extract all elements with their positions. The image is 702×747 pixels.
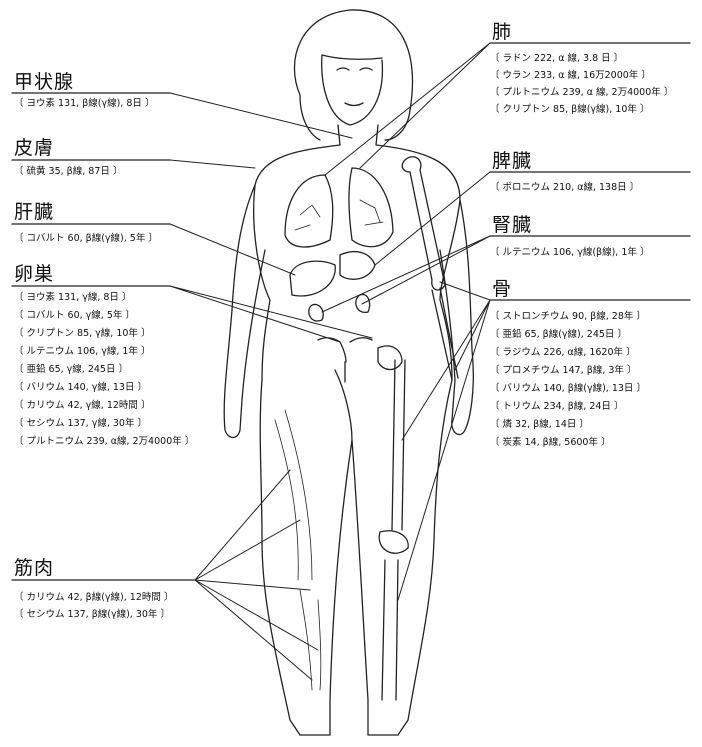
bone-item: 〔 ラジウム 226, α線, 1620年 〕 (490, 347, 636, 359)
crotch (335, 370, 352, 440)
bone-title: 骨 (492, 274, 512, 301)
bone-item: 〔 燐 32, β線, 14日 〕 (490, 419, 589, 431)
bone-item: 〔 プロメチウム 147, β線, 3年 〕 (490, 365, 636, 377)
knee (379, 531, 408, 553)
liver-item: 〔 コバルト 60, β線(γ線), 5年 〕 (14, 233, 158, 245)
ovary-item: 〔 亜鉛 65, γ線, 245日 〕 (14, 364, 128, 376)
bone-item: 〔 トリウム 234, β線, 24日 〕 (490, 401, 623, 413)
leader-lines (170, 43, 490, 680)
ovary-item: 〔 コバルト 60, γ線, 5年 〕 (14, 310, 135, 322)
kidney-title: 腎臓 (492, 210, 532, 237)
kidney-item: 〔 ルテニウム 106, γ線(β線), 1年 〕 (490, 247, 649, 259)
ovary-item: 〔 クリプトン 85, γ線, 10年 〕 (14, 328, 150, 340)
stomach (340, 252, 375, 280)
bone-item: 〔 亜鉛 65, β線(γ線), 245日 〕 (490, 329, 627, 341)
ovary-item: 〔 プルトニウム 239, α線, 2万4000年 〕 (14, 436, 194, 448)
humerus (402, 157, 445, 290)
uterus-ovaries (318, 338, 372, 382)
hair (294, 10, 412, 140)
ovary-item: 〔 ヨウ素 131, γ線, 8日 〕 (14, 292, 131, 304)
femur (392, 360, 405, 530)
bone-item: 〔 バリウム 140, β線(γ線), 13日 〕 (490, 383, 646, 395)
ovary-title: 卵巣 (14, 259, 54, 286)
ovary-item: 〔 バリウム 140, γ線, 13日 〕 (14, 382, 147, 394)
mouth (345, 103, 363, 106)
ovary-item: 〔 カリウム 42, γ線, 12時間 〕 (14, 400, 150, 412)
muscle-item: 〔 カリウム 42, β線(γ線), 12時間 〕 (14, 592, 173, 604)
lung-item: 〔 クリプトン 85, β線(γ線), 10年 〕 (490, 104, 649, 116)
lung-item: 〔 ラドン 222, α 線, 3.8 日 〕 (490, 53, 623, 65)
bone-item: 〔 炭素 14, β線, 5600年 〕 (490, 437, 610, 449)
ovary-item: 〔 ルテニウム 106, γ線, 1年 〕 (14, 346, 150, 358)
left-arm (224, 185, 265, 438)
thyroid-item: 〔 ヨウ素 131, β線(γ線), 8日 〕 (14, 98, 154, 110)
skin-title: 皮膚 (14, 133, 54, 160)
spleen-title: 脾臓 (492, 146, 532, 173)
skin-item: 〔 硫黄 35, β線, 87日 〕 (14, 166, 122, 178)
eyes (337, 68, 372, 70)
tibia (382, 560, 398, 700)
spleen-item: 〔 ポロニウム 210, α線, 138日 〕 (490, 182, 639, 194)
ovary-item: 〔 セシウム 137, γ線, 30年 〕 (14, 418, 147, 430)
thyroid-title: 甲状腺 (14, 67, 74, 94)
muscle-item: 〔 セシウム 137, β線(γ線), 30年 〕 (14, 609, 170, 621)
kidney-left (309, 304, 323, 321)
pelvis (378, 346, 402, 370)
lung-item: 〔 プルトニウム 239, α 線, 2万4000年 〕 (490, 87, 673, 99)
liver-title: 肝臓 (14, 197, 54, 224)
lung-veins (295, 200, 383, 230)
right-lung (349, 168, 393, 247)
lung-item: 〔 ウラン 233, α 線, 16万2000年 〕 (490, 70, 651, 82)
liver (290, 261, 335, 296)
face (322, 55, 383, 125)
left-lung (285, 175, 333, 247)
bone-item: 〔 ストロンチウム 90, β線, 28年 〕 (490, 311, 646, 323)
legs-outline (260, 380, 452, 735)
lung-title: 肺 (492, 17, 512, 44)
torso-outline (254, 125, 460, 380)
muscle-title: 筋肉 (14, 553, 54, 580)
